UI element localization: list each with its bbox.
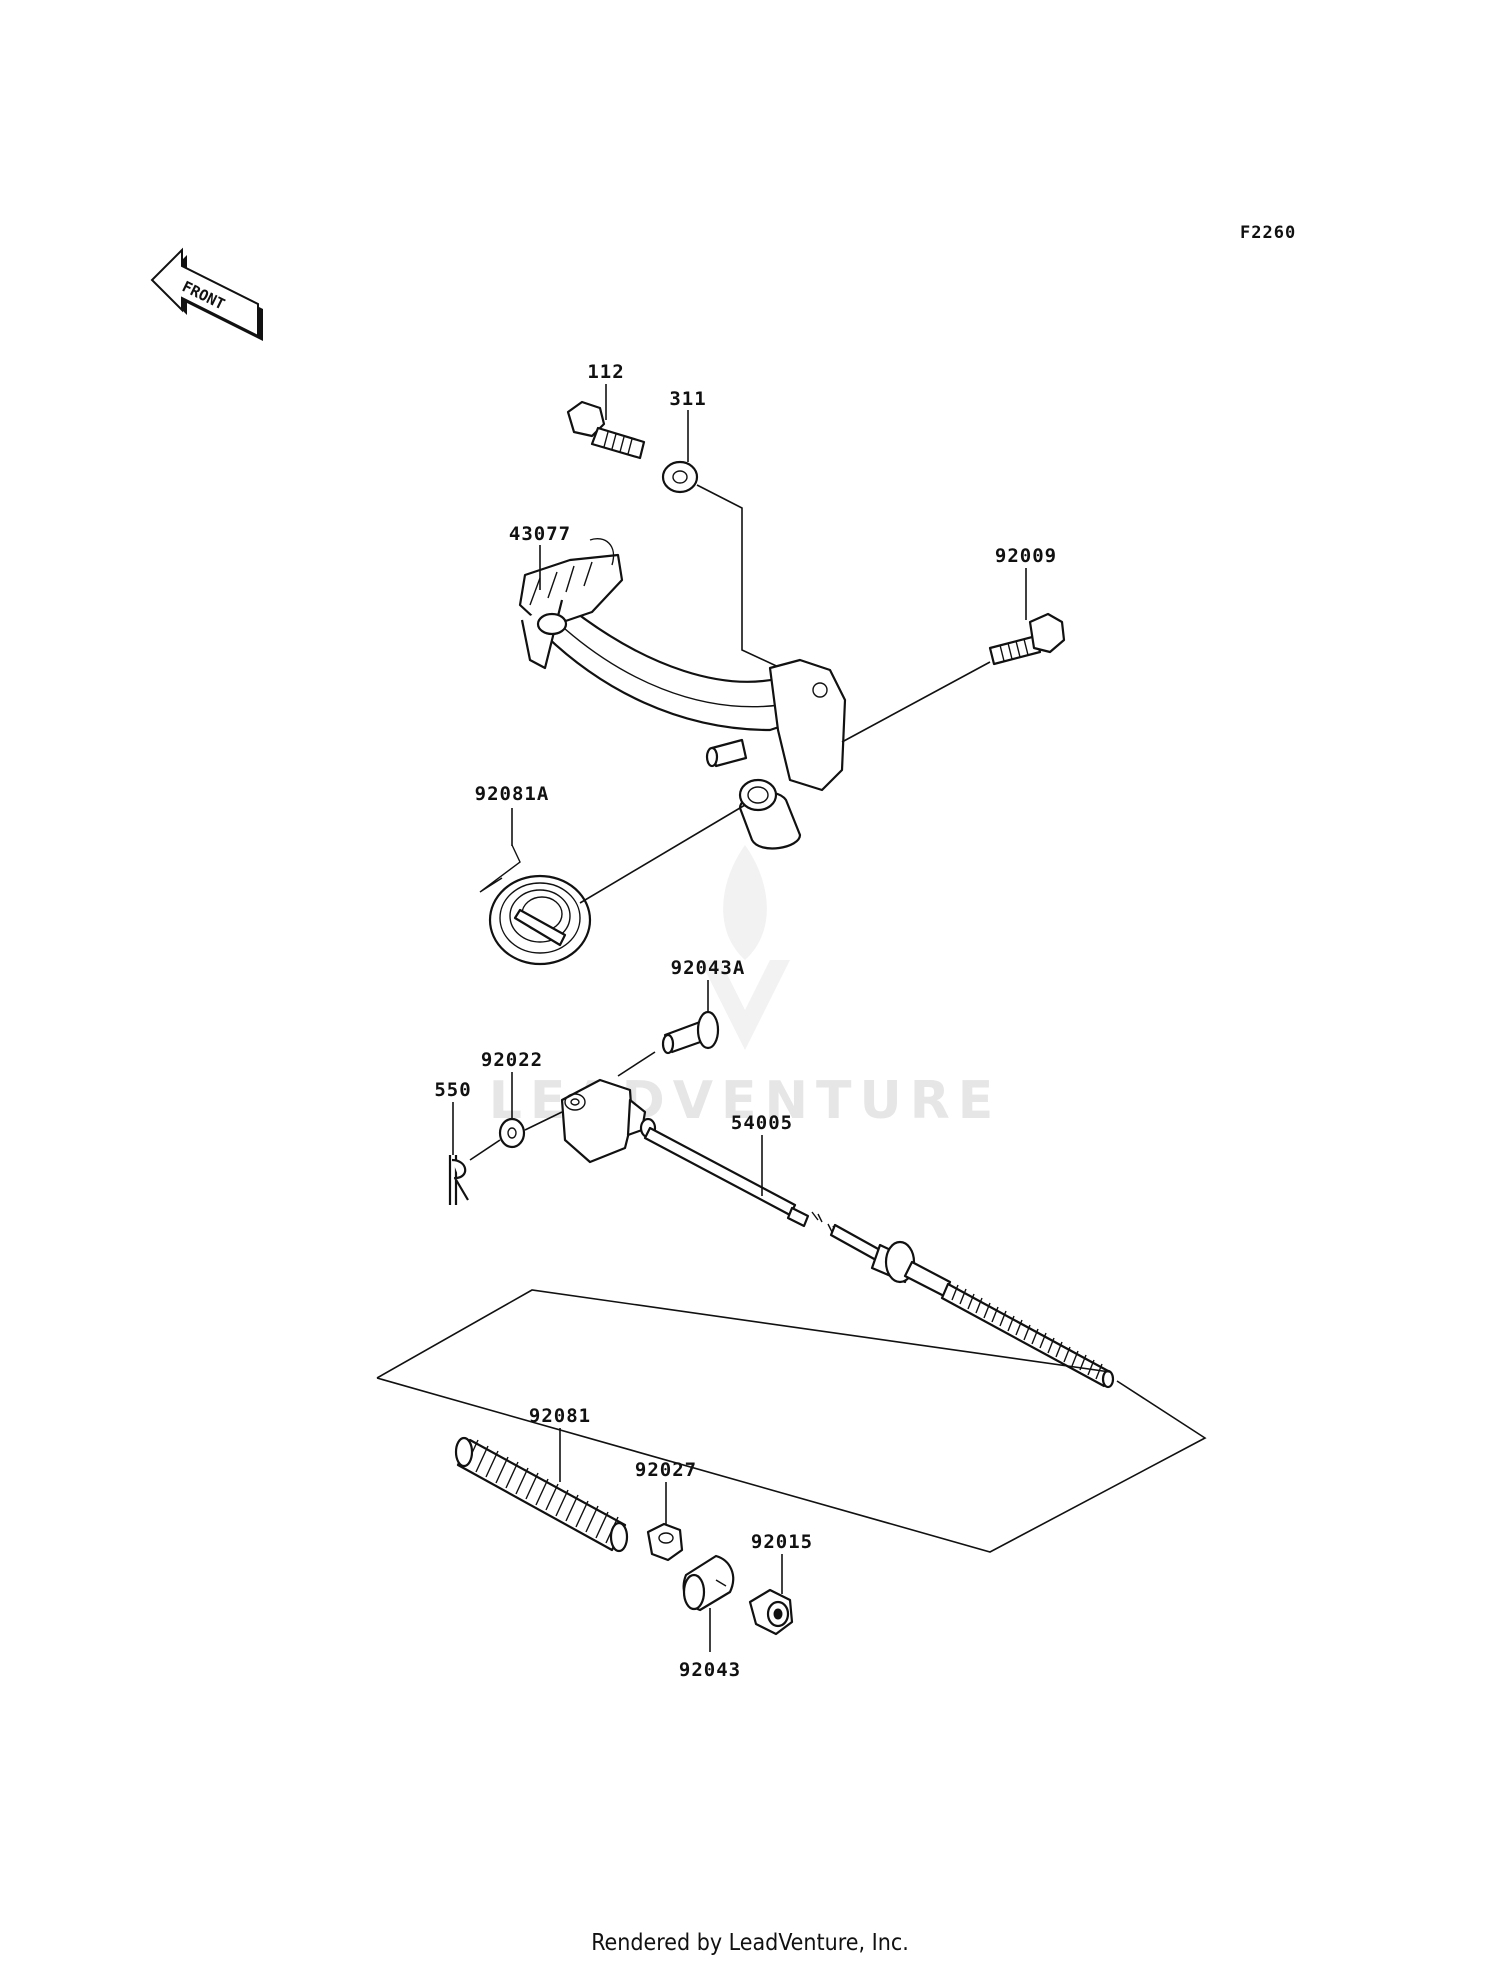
watermark-logo — [700, 845, 790, 1050]
label-550: 550 — [434, 1079, 471, 1101]
label-112: 112 — [587, 361, 624, 383]
diagram-code: F2260 — [1240, 223, 1296, 243]
nut-92015 — [748, 1588, 794, 1636]
label-92043A: 92043A — [671, 957, 746, 979]
spring-92081 — [454, 1436, 629, 1553]
cotter-pin-550 — [448, 1155, 469, 1205]
label-92009: 92009 — [995, 545, 1057, 567]
footer-credit: Rendered by LeadVenture, Inc. — [591, 1930, 909, 1956]
torsion-spring-92081A — [479, 844, 592, 966]
front-arrow-icon: FRONT — [150, 247, 263, 341]
brake-rod-54005 — [643, 1126, 1115, 1389]
bolt-112 — [566, 400, 646, 460]
label-43077: 43077 — [509, 523, 571, 545]
brake-pedal-43077 — [518, 538, 847, 850]
collar-92027 — [646, 1522, 684, 1562]
label-92015: 92015 — [751, 1531, 813, 1553]
label-54005: 54005 — [731, 1112, 793, 1134]
label-92027: 92027 — [635, 1459, 697, 1481]
kit-outline — [376, 1289, 1111, 1379]
collar-311 — [661, 460, 699, 494]
label-92081A: 92081A — [475, 783, 550, 805]
brake-rod-thread — [951, 1284, 1103, 1380]
washer-92022 — [498, 1117, 526, 1149]
label-92022: 92022 — [481, 1049, 543, 1071]
label-92043: 92043 — [679, 1659, 741, 1681]
bolt-92009 — [988, 612, 1066, 666]
label-311: 311 — [669, 388, 706, 410]
pin-92043A — [661, 1010, 720, 1055]
label-92081: 92081 — [529, 1405, 591, 1427]
joint-92043 — [682, 1554, 735, 1612]
clevis — [560, 1078, 657, 1164]
